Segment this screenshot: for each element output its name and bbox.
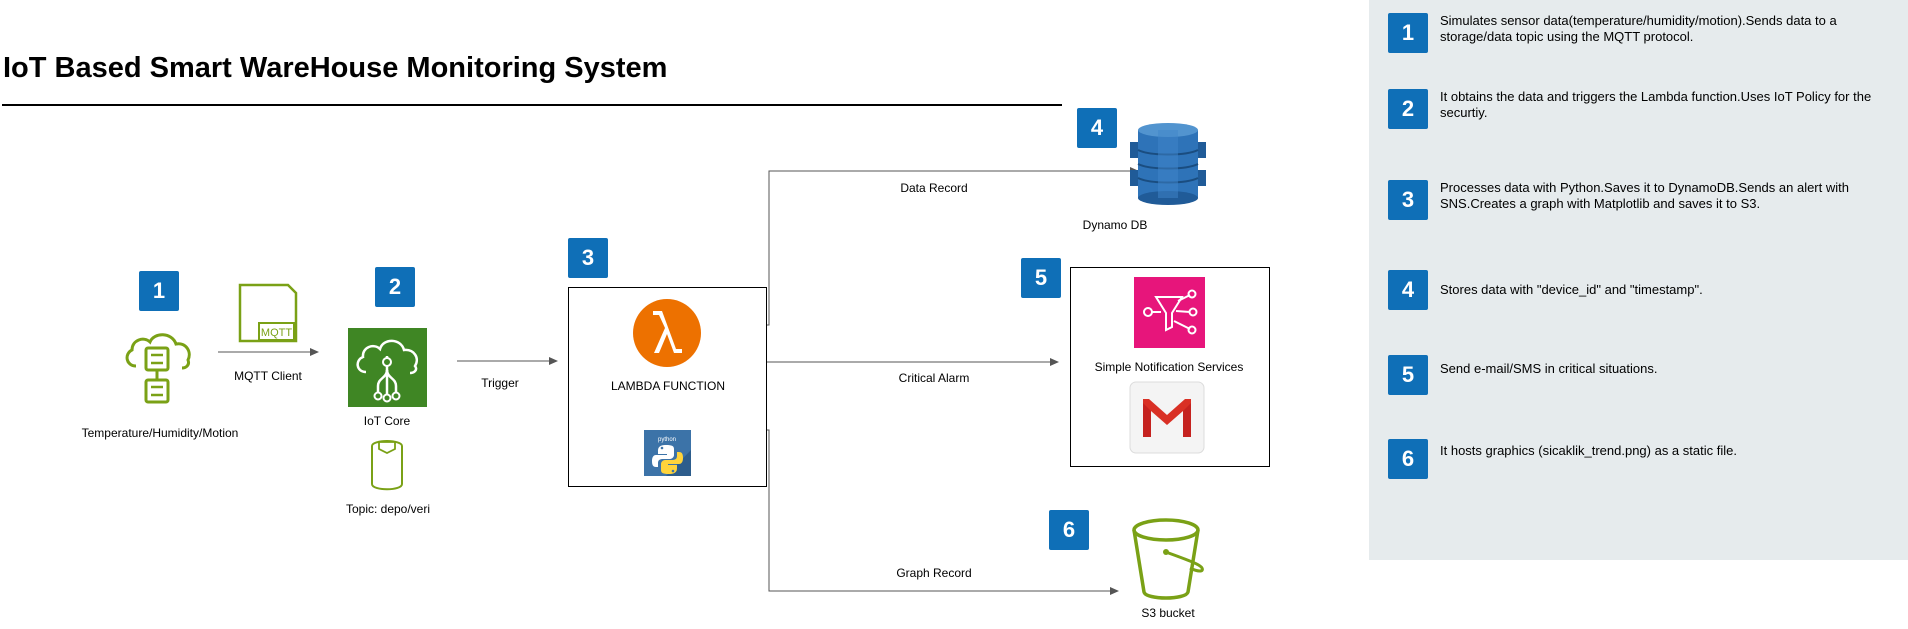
step-item-3-text: Processes data with Python.Saves it to D…	[1440, 180, 1849, 211]
arrow-lambda-to-s3	[767, 429, 1119, 595]
step-item-2: 2 It obtains the data and triggers the L…	[1388, 89, 1888, 129]
steps-panel	[1369, 0, 1908, 560]
step-badge-6: 6	[1049, 510, 1089, 550]
s3-bucket-icon	[1132, 518, 1204, 600]
step-item-1-text: Simulates sensor data(temperature/humidi…	[1440, 13, 1837, 44]
iot-core-label: IoT Core	[363, 414, 411, 428]
iot-topic-icon	[371, 440, 403, 491]
step-item-4-text: Stores data with "device_id" and "timest…	[1440, 282, 1703, 297]
step-item-2-text: It obtains the data and triggers the Lam…	[1440, 89, 1872, 120]
dynamodb-label: Dynamo DB	[1082, 218, 1148, 232]
edge-label-data-record: Data Record	[900, 181, 968, 195]
python-icon-text: python	[658, 437, 676, 443]
lambda-label: LAMBDA FUNCTION	[610, 379, 725, 393]
step-badge-3: 3	[568, 238, 608, 278]
step-item-1-badge: 1	[1388, 13, 1428, 53]
edge-label-trigger: Trigger	[481, 376, 519, 390]
mqtt-icon-text: MQTT	[261, 327, 292, 339]
lambda-icon	[633, 299, 701, 367]
step-badge-1: 1	[139, 271, 179, 311]
s3-label: S3 bucket	[1141, 606, 1195, 620]
diagram-title: IoT Based Smart WareHouse Monitoring Sys…	[3, 52, 668, 84]
step-item-4-badge: 4	[1388, 270, 1428, 310]
iot-sensor-cloud-icon	[125, 333, 191, 404]
python-icon: python	[644, 430, 691, 476]
step-item-5-badge: 5	[1388, 355, 1428, 395]
step-badge-5: 5	[1021, 258, 1061, 298]
dynamodb-icon	[1130, 123, 1206, 205]
step-item-6-badge: 6	[1388, 439, 1428, 479]
sensor-label: Temperature/Humidity/Motion	[81, 426, 239, 440]
mqtt-client-label: MQTT Client	[234, 369, 302, 383]
sns-icon	[1134, 277, 1205, 348]
arrow-lambda-to-dynamodb	[767, 167, 1139, 326]
step-badge-4: 4	[1077, 108, 1117, 148]
gmail-icon	[1129, 381, 1205, 454]
iot-core-icon	[348, 328, 427, 407]
topic-label: Topic: depo/veri	[345, 502, 431, 516]
step-item-4: 4 Stores data with "device_id" and "time…	[1388, 270, 1888, 310]
step-item-5: 5 Send e-mail/SMS in critical situations…	[1388, 355, 1888, 395]
step-item-1: 1 Simulates sensor data(temperature/humi…	[1388, 13, 1888, 53]
sns-label: Simple Notification Services	[1094, 360, 1244, 374]
edge-label-graph-record: Graph Record	[896, 566, 972, 580]
step-item-3: 3 Processes data with Python.Saves it to…	[1388, 180, 1888, 220]
mqtt-client-icon: MQTT	[238, 283, 298, 343]
step-badge-2: 2	[375, 267, 415, 307]
step-item-6: 6 It hosts graphics (sicaklik_trend.png)…	[1388, 439, 1888, 479]
step-item-6-text: It hosts graphics (sicaklik_trend.png) a…	[1440, 443, 1737, 458]
step-item-5-text: Send e-mail/SMS in critical situations.	[1440, 361, 1658, 376]
connector-layer	[218, 167, 1139, 595]
edge-label-critical-alarm: Critical Alarm	[898, 371, 970, 385]
step-item-2-badge: 2	[1388, 89, 1428, 129]
title-underline	[2, 104, 1062, 106]
step-item-3-badge: 3	[1388, 180, 1428, 220]
